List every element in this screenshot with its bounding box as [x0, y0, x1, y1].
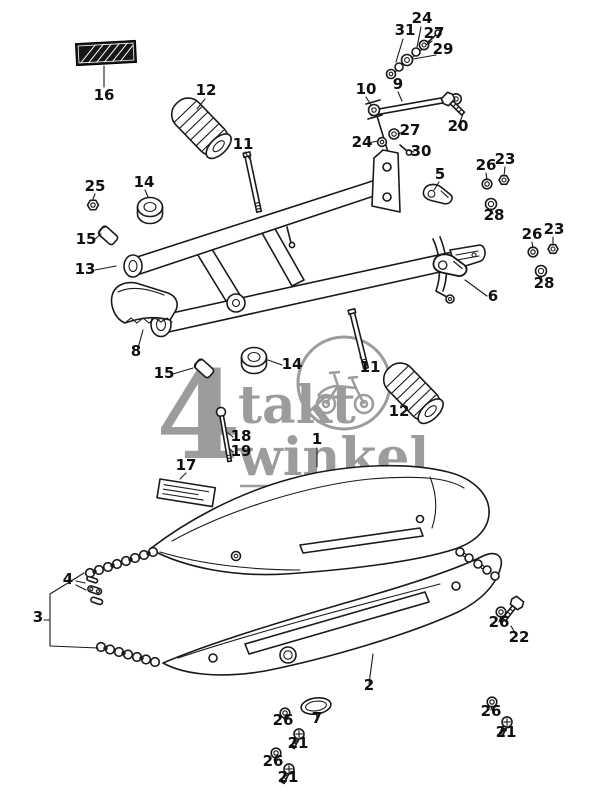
part-label-31: 31: [395, 21, 416, 39]
part-26-washer-a: [481, 178, 493, 190]
part-23-nut-a: [498, 174, 510, 186]
upper-arm: [133, 175, 393, 275]
washer-31: [385, 68, 397, 80]
part-26-washer-b: [527, 246, 539, 258]
part-label-18: 18: [231, 427, 252, 445]
part-18-19-pin: [215, 406, 233, 463]
part-label-19: 19: [231, 442, 252, 460]
part-label-14: 14: [134, 173, 155, 191]
part-label-25: 25: [85, 177, 106, 195]
grease-pin: [288, 241, 296, 249]
part-3-drive-chain: [84, 546, 500, 668]
washer-29: [400, 53, 414, 67]
washer-24-upper: [394, 62, 404, 72]
part-label-12: 12: [196, 81, 217, 99]
part-label-24: 24: [412, 9, 433, 27]
washer-24-lower: [376, 136, 388, 148]
part-2-chain-case-lower: [162, 552, 503, 676]
part-label-9: 9: [393, 75, 403, 93]
part-label-30: 30: [411, 142, 432, 160]
part-4-master-link: [86, 575, 104, 606]
part-label-26: 26: [476, 156, 497, 174]
part-label-16: 16: [94, 86, 115, 104]
part-label-15: 15: [154, 364, 175, 382]
leader-lines: [43, 26, 554, 777]
mount-bracket: [371, 149, 401, 213]
part-label-23: 23: [544, 220, 565, 238]
part-label-24: 24: [352, 133, 373, 151]
part-10-clevis: [365, 99, 389, 153]
part-label-22: 22: [509, 628, 530, 646]
part-label-5: 5: [435, 165, 445, 183]
part-25-nut: [86, 199, 100, 211]
part-11-footrest-bar-left: [242, 151, 264, 214]
part-label-4: 4: [63, 570, 73, 588]
part-label-26: 26: [522, 225, 543, 243]
part-15-collar-right: [193, 358, 215, 379]
swingarm-assembly: [123, 149, 486, 338]
part-7-rubber-cap: [300, 697, 332, 715]
cross-tube: [195, 245, 241, 302]
part-label-20: 20: [448, 117, 469, 135]
part-label-27: 27: [424, 24, 445, 42]
cross-tube-2: [261, 226, 305, 287]
part-label-15: 15: [76, 230, 97, 248]
part-label-26: 26: [489, 613, 510, 631]
part-label-10: 10: [356, 80, 377, 98]
part-14-bushing-right: [240, 346, 268, 375]
part-17-caution-label: [156, 478, 217, 508]
part-label-14: 14: [282, 355, 303, 373]
part-label-3: 3: [33, 608, 43, 626]
part-5-chain-adjuster: [422, 183, 453, 205]
part-label-11: 11: [360, 358, 381, 376]
washer-27-upper: [411, 47, 421, 57]
part-label-7: 7: [312, 709, 322, 727]
part-label-26: 26: [263, 752, 284, 770]
part-label-21: 21: [288, 734, 309, 752]
part-23-nut-b: [547, 243, 559, 255]
brake-rod-linkage: [365, 29, 469, 156]
washer-stack-end: [418, 39, 430, 51]
pivot-boss: [226, 293, 246, 313]
part-label-21: 21: [278, 768, 299, 786]
part-15-collar-left: [97, 225, 119, 246]
part-label-29: 29: [433, 40, 454, 58]
part-label-6: 6: [488, 287, 498, 305]
part-label-1: 1: [312, 430, 322, 448]
part-label-8: 8: [131, 342, 141, 360]
part-1-chain-case-upper: [149, 464, 490, 576]
part-label-28: 28: [484, 206, 505, 224]
part-label-23: 23: [495, 150, 516, 168]
part-12-footrest-rubber-left: [164, 91, 237, 164]
part-label-17: 17: [176, 456, 197, 474]
part-16-model-label: [74, 39, 138, 67]
part-label-13: 13: [75, 260, 96, 278]
part-8-chain-slider: [110, 281, 178, 324]
part-label-11: 11: [233, 135, 254, 153]
part-label-27: 27: [400, 121, 421, 139]
part-label-12: 12: [389, 402, 410, 420]
part-label-28: 28: [534, 274, 555, 292]
part-9-brake-rod: [369, 95, 454, 117]
watermark-word-takt: takt: [238, 375, 356, 436]
part-14-bushing-left: [136, 196, 164, 225]
part-label-26: 26: [481, 702, 502, 720]
part-label-21: 21: [496, 723, 517, 741]
part-13-pivot-bushing: [123, 254, 143, 278]
part-6-chain-adjuster: [432, 253, 468, 277]
part-label-26: 26: [273, 711, 294, 729]
part-label-2: 2: [364, 676, 374, 694]
